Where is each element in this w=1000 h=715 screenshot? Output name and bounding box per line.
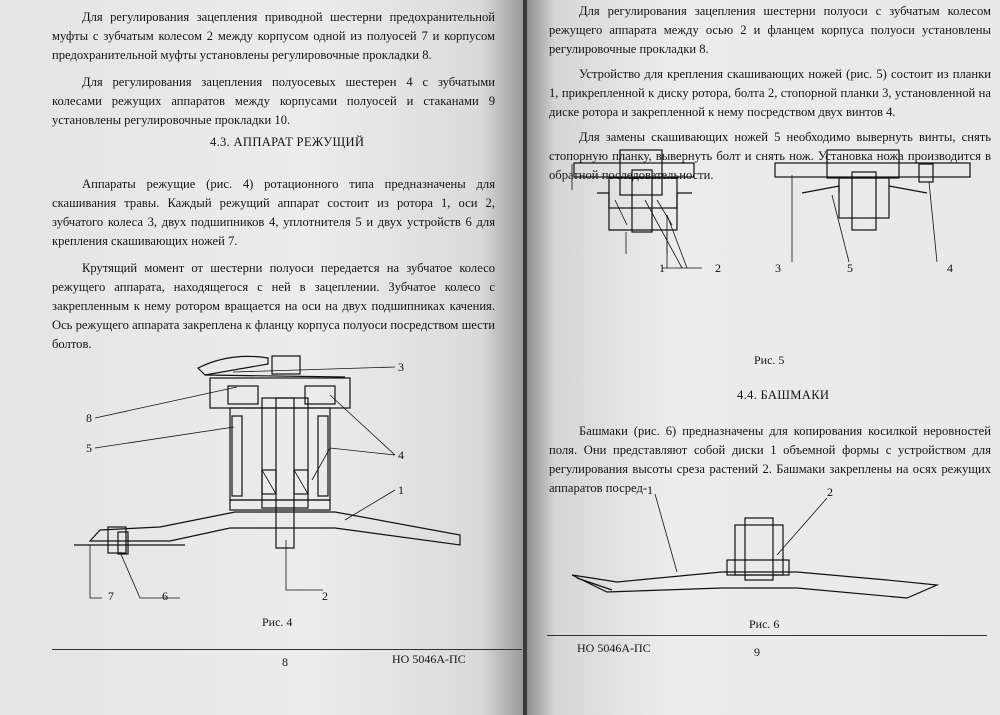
figure-5-drawing: 1 2 3 5 4: [571, 149, 971, 275]
left-page: Для регулирования зацепления приводной ш…: [0, 0, 523, 715]
paragraph: Башмаки (рис. 6) предназначены для копир…: [549, 424, 991, 495]
fig4-label-5: 5: [86, 441, 92, 455]
fig4-label-7: 7: [108, 589, 114, 603]
fig5-label-2: 2: [715, 261, 721, 275]
fig6-label-2: 2: [827, 485, 833, 499]
left-intro-text: Для регулирования зацепления приводной ш…: [52, 8, 495, 130]
page-number: 8: [282, 655, 288, 669]
section-heading: 4.3. АППАРАТ РЕЖУЩИЙ: [210, 135, 365, 149]
document-code: НО 5046А-ПС: [577, 641, 651, 655]
right-intro-text: Для регулирования зацепления шестерни по…: [549, 2, 991, 185]
fig6-label-1: 1: [647, 483, 653, 497]
figure-6-caption: Рис. 6: [749, 617, 780, 631]
section-text: Аппараты режущие (рис. 4) ротационного т…: [52, 175, 495, 354]
figure-5-caption: Рис. 5: [754, 353, 785, 367]
footer-rule: [547, 635, 987, 636]
fig4-label-8: 8: [86, 411, 92, 425]
fig4-label-1: 1: [398, 483, 404, 497]
fig4-label-6: 6: [162, 589, 168, 603]
paragraph: Крутящий момент от шестерни полуоси пере…: [52, 261, 495, 351]
section-heading: 4.4. БАШМАКИ: [737, 388, 830, 402]
section-text: Башмаки (рис. 6) предназначены для копир…: [549, 422, 991, 498]
document-code: НО 5046А-ПС: [392, 652, 466, 666]
figure-6-drawing: 1 2: [571, 483, 940, 599]
book-gutter: [523, 0, 527, 715]
footer-rule: [52, 649, 522, 650]
fig4-label-4: 4: [398, 448, 404, 462]
right-page: Для регулирования зацепления шестерни по…: [527, 0, 1000, 715]
paragraph: Для регулирования зацепления приводной ш…: [52, 10, 495, 62]
paragraph: Для замены скашивающих ножей 5 необходим…: [549, 130, 991, 182]
fig4-label-2: 2: [322, 589, 328, 603]
fig5-label-4: 4: [947, 261, 953, 275]
paragraph: Для регулирования зацепления полуосевых …: [52, 75, 495, 127]
fig5-label-5: 5: [847, 261, 853, 275]
fig4-label-3: 3: [398, 360, 404, 374]
paragraph: Аппараты режущие (рис. 4) ротационного т…: [52, 177, 495, 248]
figure-4-caption: Рис. 4: [262, 615, 293, 629]
paragraph: Для регулирования зацепления шестерни по…: [549, 4, 991, 56]
figure-4-drawing: 3 8 5 4 1 7 6 2: [74, 355, 461, 603]
page-number: 9: [754, 645, 760, 659]
paragraph: Устройство для крепления скашивающих нож…: [549, 67, 991, 119]
fig5-label-1: 1: [659, 261, 665, 275]
fig5-label-3: 3: [775, 261, 781, 275]
